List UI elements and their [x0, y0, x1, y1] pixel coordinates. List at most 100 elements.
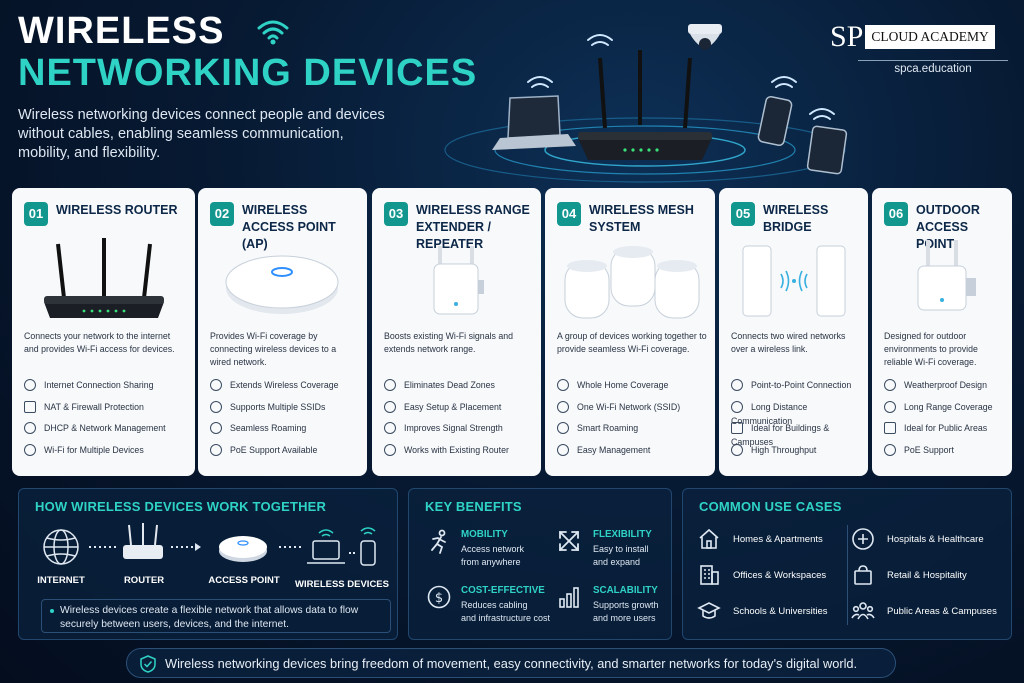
shopping-bag-icon: [854, 565, 872, 585]
svg-text:$: $: [435, 591, 443, 606]
feature-item: DHCP & Network Management: [24, 421, 191, 435]
card-number: 06: [884, 202, 908, 226]
card-description: Boosts existing Wi-Fi signals and extend…: [384, 331, 514, 354]
feature-item: Internet Connection Sharing: [24, 378, 191, 392]
benefit-title: SCALABILITY: [593, 585, 658, 596]
brand-name: CLOUD ACADEMY: [865, 25, 995, 49]
router-icon: [44, 238, 164, 318]
card-mesh-system[interactable]: 04 WIRELESS MESH SYSTEM A group of devic…: [545, 188, 715, 476]
flow-step-internet: INTERNET: [37, 575, 85, 586]
card-number: 02: [210, 202, 234, 226]
bar-chart-icon: [559, 587, 579, 608]
card-number: 03: [384, 202, 408, 226]
graduation-cap-icon: [697, 602, 721, 619]
power-icon: [210, 443, 222, 456]
card-access-point[interactable]: 02 WIRELESS ACCESS POINT (AP) Provides W…: [198, 188, 367, 476]
wifi-icon: [384, 378, 396, 391]
home-icon: [557, 378, 569, 391]
brand-url: spca.education: [858, 60, 1008, 76]
card-outdoor-ap[interactable]: 06 OUTDOOR ACCESS POINT Designed for out…: [872, 188, 1012, 476]
footer-banner: Wireless networking devices bring freedo…: [126, 648, 896, 678]
card-title: WIRELESS BRIDGE: [763, 203, 829, 234]
wireless-bridge-icon: [742, 245, 846, 317]
wifi-icon: [210, 400, 222, 413]
phone-icon: [757, 95, 793, 147]
office-building-icon: [700, 565, 719, 585]
link-icon: [384, 443, 396, 456]
card-number: 01: [24, 202, 48, 226]
power-icon: [884, 443, 896, 456]
shield-check-icon: [140, 655, 156, 673]
roaming-icon: [210, 421, 222, 434]
feature-item: Easy Setup & Placement: [384, 400, 537, 414]
wifi-icon: [24, 443, 36, 456]
wifi-icon: [210, 378, 222, 391]
use-case-item: Retail & Hospitality: [887, 570, 967, 581]
shield-icon: [24, 400, 36, 413]
intro-text: Wireless networking devices connect peop…: [18, 107, 385, 161]
flow-step-wireless-devices: WIRELESS DEVICES: [295, 579, 389, 590]
globe-icon: [43, 529, 79, 565]
flow-note: Wireless devices create a flexible netwo…: [41, 599, 391, 633]
feature-item: Eliminates Dead Zones: [384, 378, 537, 392]
home-icon: [699, 528, 719, 549]
mesh-system-icon: [564, 246, 700, 319]
panel-title: HOW WIRELESS DEVICES WORK TOGETHER: [35, 499, 327, 514]
feature-item: PoE Support Available: [210, 443, 363, 457]
bullet-dot: [50, 609, 54, 613]
use-case-item: Schools & Universities: [733, 606, 828, 617]
laptop-icon: [492, 95, 576, 150]
card-number: 04: [557, 202, 581, 226]
feature-item: Extends Wireless Coverage: [210, 378, 363, 392]
brand-mark: SP: [830, 20, 864, 53]
gear-icon: [24, 421, 36, 434]
hospital-icon: [852, 528, 874, 550]
tablet-icon: [806, 125, 848, 175]
flow-step-access-point: ACCESS POINT: [208, 575, 280, 586]
feature-item: Ideal for Buildings & Campuses: [731, 421, 830, 447]
feature-item: Ideal for Public Areas: [884, 421, 1008, 435]
card-title: OUTDOOR ACCESS POINT: [916, 203, 980, 251]
roaming-icon: [557, 421, 569, 434]
feature-item: Long Range Coverage: [884, 400, 1008, 414]
footer-text: Wireless networking devices bring freedo…: [165, 656, 858, 671]
signal-icon: [384, 421, 396, 434]
feature-item: Whole Home Coverage: [557, 378, 711, 392]
laptop-icon: [307, 529, 345, 564]
benefit-title: MOBILITY: [461, 529, 508, 540]
throughput-icon: [731, 443, 743, 456]
feature-item: Works with Existing Router: [384, 443, 537, 457]
router-icon: [578, 50, 712, 160]
feature-item: PoE Support: [884, 443, 1008, 457]
camera-icon: [688, 24, 722, 50]
expand-arrows-icon: [559, 531, 579, 551]
card-wireless-bridge[interactable]: 05 WIRELESS BRIDGE Connects two wired ne…: [719, 188, 868, 476]
flow-step-router: ROUTER: [123, 575, 165, 586]
running-person-icon: [431, 529, 446, 554]
feature-item: Improves Signal Strength: [384, 421, 537, 435]
wifi-icon: [557, 400, 569, 413]
device-cards: 01 WIRELESS ROUTER Connects your network…: [12, 188, 1012, 478]
use-case-item: Public Areas & Campuses: [887, 606, 997, 617]
distance-icon: [731, 400, 743, 413]
card-wireless-router[interactable]: 01 WIRELESS ROUTER Connects your network…: [12, 188, 195, 476]
range-extender-icon: [433, 246, 484, 315]
card-title: WIRELESS ACCESS POINT (AP): [242, 203, 336, 251]
card-title: WIRELESS ROUTER: [56, 203, 178, 217]
use-cases-panel: COMMON USE CASES Homes & Apartments Hosp…: [682, 488, 1012, 640]
card-title: WIRELESS MESH SYSTEM: [589, 203, 694, 234]
use-case-item: Homes & Apartments: [733, 534, 823, 545]
card-range-extender[interactable]: 03 WIRELESS RANGE EXTENDER / REPEATER Bo…: [372, 188, 541, 476]
card-description: Provides Wi-Fi coverage by connecting wi…: [210, 331, 337, 367]
benefit-title: COST-EFFECTIVE: [461, 585, 545, 596]
card-description: Connects your network to the internet an…: [24, 331, 175, 354]
router-icon: [123, 523, 163, 559]
feature-item: NAT & Firewall Protection: [24, 400, 191, 414]
how-it-works-panel: HOW WIRELESS DEVICES WORK TOGETHER: [18, 488, 398, 640]
feature-item: Wi-Fi for Multiple Devices: [24, 443, 191, 457]
feature-item: Smart Roaming: [557, 421, 711, 435]
